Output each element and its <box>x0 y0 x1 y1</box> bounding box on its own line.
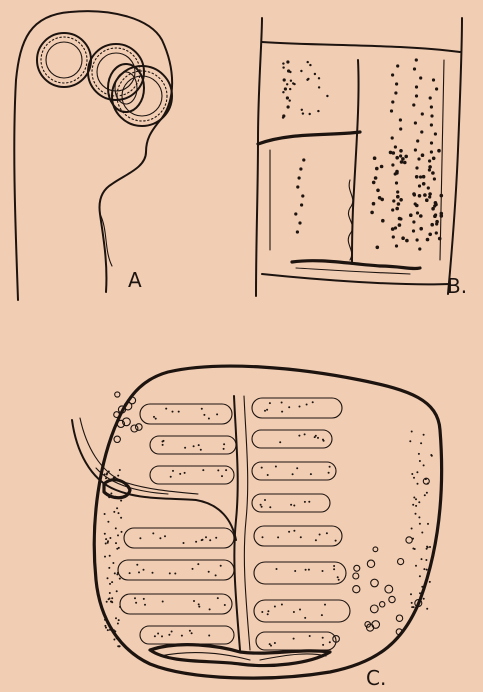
panel-c-drawing <box>72 366 442 678</box>
panel-a-drawing <box>14 11 172 300</box>
proglottid-right-edge <box>448 18 462 294</box>
proglottid-top-edge <box>262 42 460 52</box>
panel-b-drawing <box>256 18 462 296</box>
proglottid-bottom-edge <box>262 274 450 284</box>
uterine-branches <box>118 398 350 650</box>
proglottid-left-edge <box>256 18 262 296</box>
central-uterus-stem <box>234 396 240 650</box>
panel-b-label: B. <box>447 276 467 296</box>
segment-border <box>258 132 360 144</box>
ovary-band <box>292 261 420 269</box>
panel-c-label: C. <box>366 668 386 688</box>
egg-dots <box>114 392 430 642</box>
uterus-stem <box>352 60 359 262</box>
panel-a-label: A <box>128 270 142 290</box>
vitelline-follicles <box>282 58 443 250</box>
gravid-segment-outline <box>94 366 441 678</box>
sucker-2 <box>88 44 144 100</box>
sucker-1 <box>37 33 91 87</box>
